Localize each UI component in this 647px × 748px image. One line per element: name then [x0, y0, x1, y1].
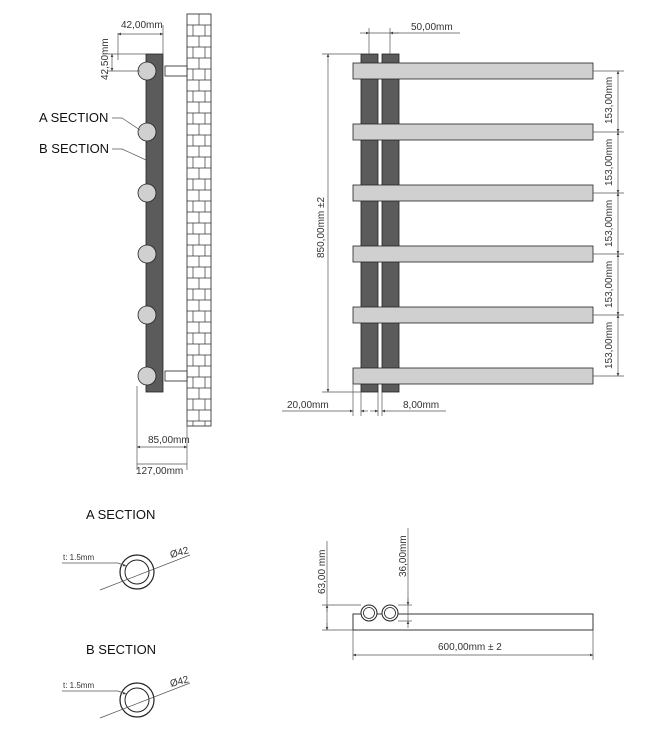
side-view: 42,00mm 42,50mm A SECTION B SECTION 85,0… — [39, 13, 212, 477]
side-rail — [137, 366, 157, 386]
dim-spacing-3: 153,00mm — [604, 200, 615, 247]
dim-bottom-2: 127,00mm — [136, 466, 183, 477]
front-rail — [352, 245, 594, 263]
dim-top-width: 42,00mm — [121, 20, 163, 31]
dim-front-height: 850,00mm ±2 — [316, 196, 327, 258]
dim-spacing-5: 153,00mm — [604, 322, 615, 369]
top-view-dim-width: 600,00mm ± 2 — [438, 642, 502, 653]
section-b: B SECTION t: 1.5mm Ø42 — [62, 642, 191, 719]
front-view: 50,00mm 850,00mm ±2 153,00mm 153,00mm 15… — [282, 22, 624, 416]
side-rail — [137, 305, 157, 325]
front-rail — [352, 367, 594, 385]
dim-bottom-1: 85,00mm — [148, 435, 190, 446]
dim-spacing-4: 153,00mm — [604, 261, 615, 308]
top-view-pipe-right-inner — [384, 607, 396, 619]
top-view-dim-height: 63,00 mm — [317, 550, 328, 594]
callout-b-section: B SECTION — [39, 141, 109, 156]
front-bar-left — [360, 53, 379, 393]
side-bar — [145, 53, 164, 393]
dim-front-gap: 8,00mm — [403, 400, 439, 411]
wall-bracket-bottom — [164, 370, 188, 382]
top-view: 63,00 mm 36,00mm 600,00mm ± 2 — [317, 528, 594, 660]
front-bar-right — [381, 53, 400, 393]
dim-top-height: 42,50mm — [100, 38, 111, 80]
side-rail — [137, 244, 157, 264]
dim-spacing-2: 153,00mm — [604, 139, 615, 186]
top-view-rail — [352, 613, 594, 631]
section-a-thickness: t: 1.5mm — [63, 553, 94, 562]
callout-a-section: A SECTION — [39, 110, 108, 125]
front-rail — [352, 123, 594, 141]
top-view-dim-pipe: 36,00mm — [398, 535, 409, 577]
front-rail — [352, 306, 594, 324]
section-b-diameter: Ø42 — [169, 674, 191, 690]
top-view-pipe-left-inner — [363, 607, 375, 619]
section-a: A SECTION t: 1.5mm Ø42 — [62, 507, 191, 591]
side-rail — [137, 122, 157, 142]
front-rail — [352, 62, 594, 80]
wall — [186, 13, 212, 427]
side-rail — [137, 61, 157, 81]
section-b-thickness: t: 1.5mm — [63, 681, 94, 690]
section-a-title: A SECTION — [86, 507, 155, 522]
dim-front-top: 50,00mm — [411, 22, 453, 33]
section-b-title: B SECTION — [86, 642, 156, 657]
front-rail — [352, 184, 594, 202]
section-a-diameter: Ø42 — [169, 545, 191, 561]
dim-spacing-1: 153,00mm — [604, 77, 615, 124]
dim-front-left: 20,00mm — [287, 400, 329, 411]
wall-bracket-top — [164, 65, 188, 77]
side-rail — [137, 183, 157, 203]
